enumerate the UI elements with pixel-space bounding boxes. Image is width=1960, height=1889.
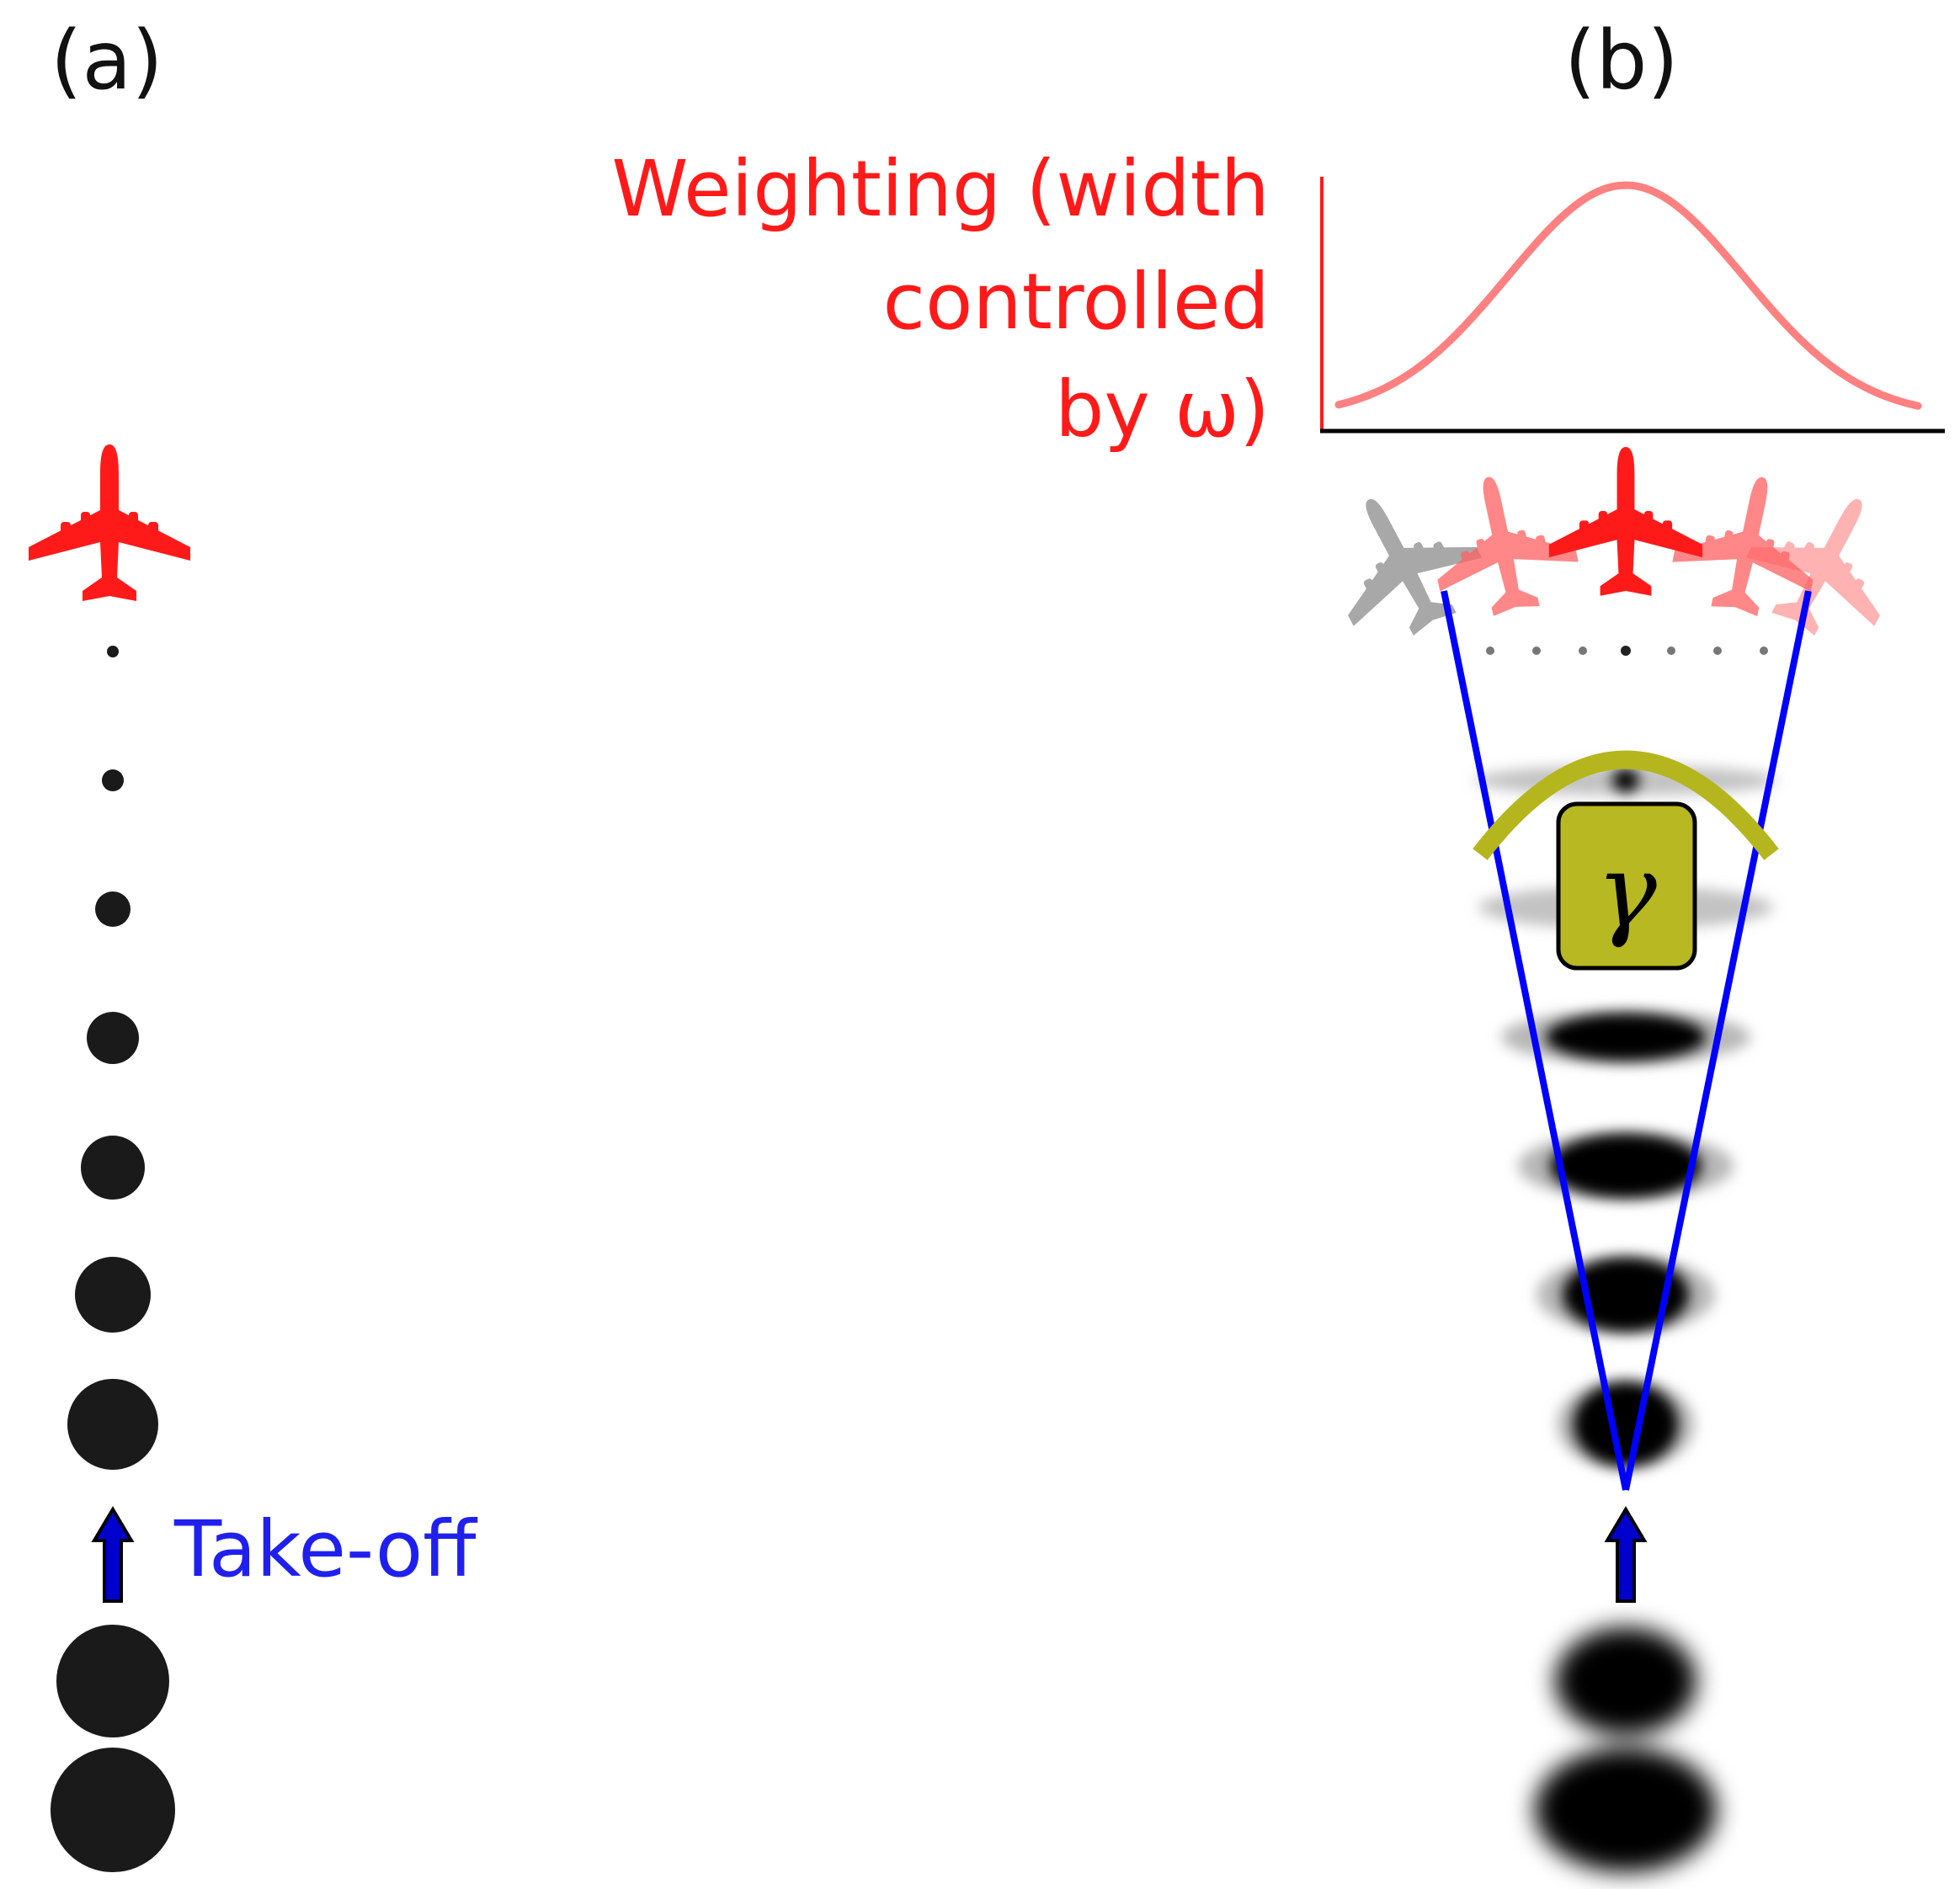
dot — [1532, 647, 1541, 655]
footprint-core — [1612, 769, 1639, 792]
footprint-dot — [81, 1136, 145, 1200]
weighting-label-line-1: Weighting (width — [611, 144, 1270, 234]
gamma-arc — [1473, 750, 1779, 860]
dot — [1621, 646, 1631, 656]
footprint-dot — [51, 1748, 175, 1872]
footprint-dot — [102, 769, 124, 791]
footprint-core — [1563, 1258, 1689, 1332]
footprint-dot — [95, 891, 130, 927]
panel-a-noise-footprint — [51, 646, 175, 1872]
dot — [1667, 647, 1675, 655]
footprint-blob — [1555, 1627, 1696, 1735]
arrow-up-icon — [1604, 1506, 1648, 1603]
footprint-dot — [67, 1379, 158, 1470]
dot — [1579, 647, 1587, 655]
footprint-blob — [1535, 1748, 1717, 1872]
footprint-core — [1546, 1014, 1706, 1061]
gamma-indicator: γ — [1473, 750, 1779, 971]
panel-b-noise-footprint — [1474, 765, 1777, 1872]
footprint-core — [1550, 1134, 1702, 1198]
airplane-icon — [29, 444, 190, 601]
weighting-curve — [1334, 181, 1922, 410]
footprint-dot — [107, 646, 119, 657]
dot — [1760, 647, 1768, 655]
panel-b-label: (b) — [1564, 13, 1679, 108]
panel-a-takeoff-arrow — [91, 1506, 135, 1603]
weighting-label: Weighting (width controlled by ω) — [611, 144, 1270, 455]
flight-path-cone — [1441, 590, 1812, 1491]
dot — [1713, 647, 1722, 655]
cone-left-edge — [1441, 590, 1629, 1491]
footprint-dot — [87, 1012, 139, 1064]
takeoff-label: Take-off — [173, 1504, 478, 1594]
dot — [1486, 647, 1494, 655]
footprint-dot — [56, 1625, 169, 1737]
airplane-icon — [1548, 447, 1703, 596]
gamma-box — [1556, 801, 1697, 971]
cone-right-edge — [1622, 590, 1812, 1491]
weighting-label-line-3: by ω) — [1055, 364, 1270, 455]
panel-b-airplanes — [1304, 447, 1924, 658]
footprint-core — [1574, 1382, 1678, 1466]
gamma-symbol: γ — [1596, 833, 1657, 950]
weighting-plot — [1320, 177, 1945, 434]
dotted-row — [1486, 646, 1768, 656]
panel-b-takeoff-arrow — [1604, 1506, 1648, 1603]
panel-a-label: (a) — [51, 13, 163, 108]
footprint-dot — [75, 1257, 151, 1333]
panel-a-airplane — [29, 444, 190, 601]
arrow-up-icon — [91, 1506, 135, 1603]
weighting-label-line-2: controlled — [883, 257, 1270, 347]
